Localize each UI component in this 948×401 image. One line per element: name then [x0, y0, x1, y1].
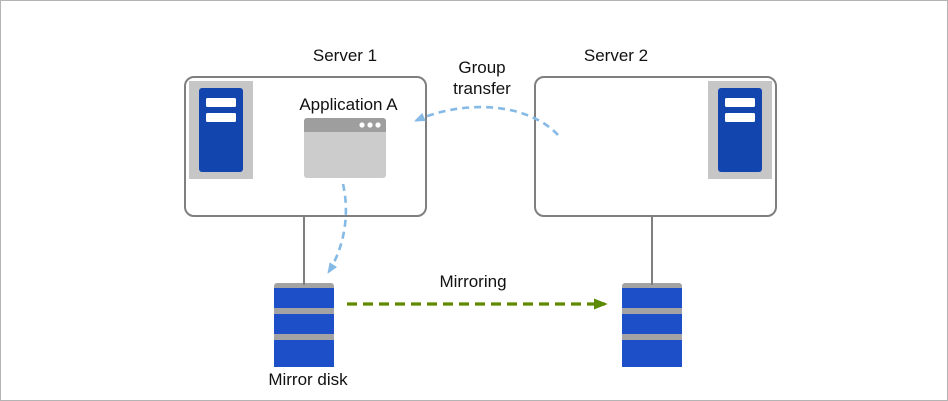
- server-icon-tower: [199, 88, 243, 172]
- server1-disk-connector: [303, 217, 305, 285]
- disk-segment: [622, 340, 682, 367]
- server1-box: Application A: [184, 76, 427, 217]
- server2-label: Server 2: [583, 46, 649, 65]
- server-icon-slot: [206, 113, 236, 122]
- mirroring-label: Mirroring: [439, 272, 507, 291]
- titlebar-dot-icon: [359, 122, 365, 128]
- group-transfer-label: Group transfer: [453, 58, 511, 98]
- app-window-titlebar: [304, 118, 386, 132]
- disk-segment: [622, 314, 682, 334]
- server-icon-tower: [718, 88, 762, 172]
- disk-segment: [622, 288, 682, 308]
- application-a-label: Application A: [299, 95, 398, 114]
- disk-segment: [274, 314, 334, 334]
- server2-disk-connector: [651, 217, 653, 285]
- server-tower-icon: [189, 81, 253, 179]
- disk-segment: [274, 288, 334, 308]
- server-icon-slot: [725, 98, 755, 107]
- server-icon-slot: [206, 98, 236, 107]
- server2-box: [534, 76, 777, 217]
- server1-label: Server 1: [312, 46, 378, 65]
- server-tower-icon: [708, 81, 772, 179]
- mirror-disk-1-icon: [274, 283, 334, 367]
- titlebar-dot-icon: [375, 122, 381, 128]
- server-icon-slot: [725, 113, 755, 122]
- disk-segment: [274, 340, 334, 367]
- titlebar-dot-icon: [367, 122, 373, 128]
- mirror-disk-2-icon: [622, 283, 682, 367]
- mirror-disk-label: Mirror disk: [268, 370, 348, 389]
- app-window-body: [304, 118, 386, 178]
- application-window-icon: [304, 118, 386, 178]
